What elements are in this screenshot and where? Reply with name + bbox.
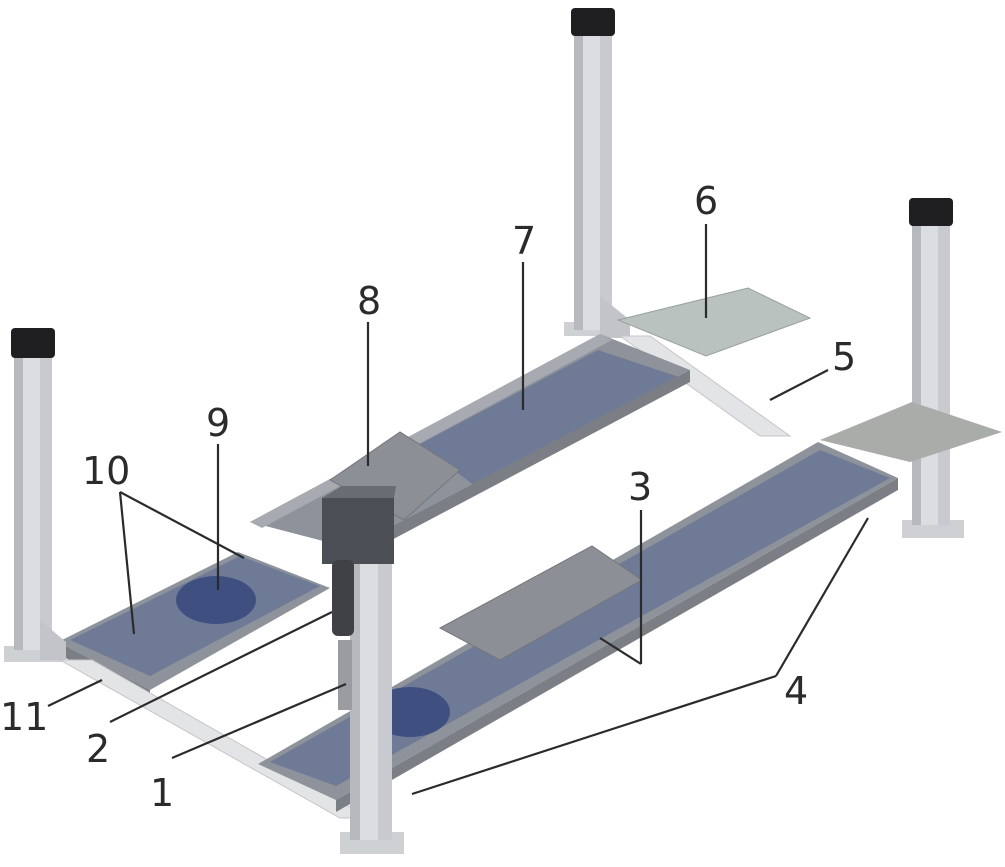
callouts: 1 2 3 4 5 6 7 8 9 10 11 <box>0 179 856 815</box>
runway-right <box>258 442 898 812</box>
post-cap-front-left <box>11 328 55 358</box>
callout-6: 6 <box>694 179 718 223</box>
callout-11: 11 <box>0 695 48 739</box>
callout-8: 8 <box>357 279 381 323</box>
leader-3b <box>599 637 642 665</box>
callout-2: 2 <box>86 727 110 771</box>
rear-ramp-right <box>820 402 1002 462</box>
post-cap-back-left <box>571 8 615 36</box>
callout-9: 9 <box>206 401 230 445</box>
callout-3: 3 <box>628 465 652 509</box>
post-front-right <box>322 486 404 854</box>
callout-10: 10 <box>82 449 130 493</box>
post-back-left <box>564 8 630 338</box>
leader-4b <box>411 674 777 796</box>
leader-4a <box>775 517 869 677</box>
post-back-right <box>902 198 964 538</box>
leader-10a <box>118 491 136 635</box>
callout-5: 5 <box>832 335 856 379</box>
leader-5 <box>769 369 829 401</box>
callout-4: 4 <box>784 669 808 713</box>
leader-1 <box>171 682 347 760</box>
jack-disc-front-left <box>176 576 256 624</box>
leader-lines <box>47 224 869 796</box>
callout-1: 1 <box>150 771 174 815</box>
drive-on-ramp <box>616 287 812 357</box>
control-box <box>322 498 394 564</box>
hydraulic-unit <box>332 560 354 636</box>
post-cap-back-right <box>909 198 953 226</box>
post-front-left <box>4 328 66 662</box>
leader-10b <box>119 491 245 559</box>
hydraulic-cylinder <box>338 640 352 710</box>
leader-2 <box>109 611 333 723</box>
leader-11 <box>47 679 103 707</box>
callout-7: 7 <box>512 219 536 263</box>
runway-left <box>250 334 690 562</box>
